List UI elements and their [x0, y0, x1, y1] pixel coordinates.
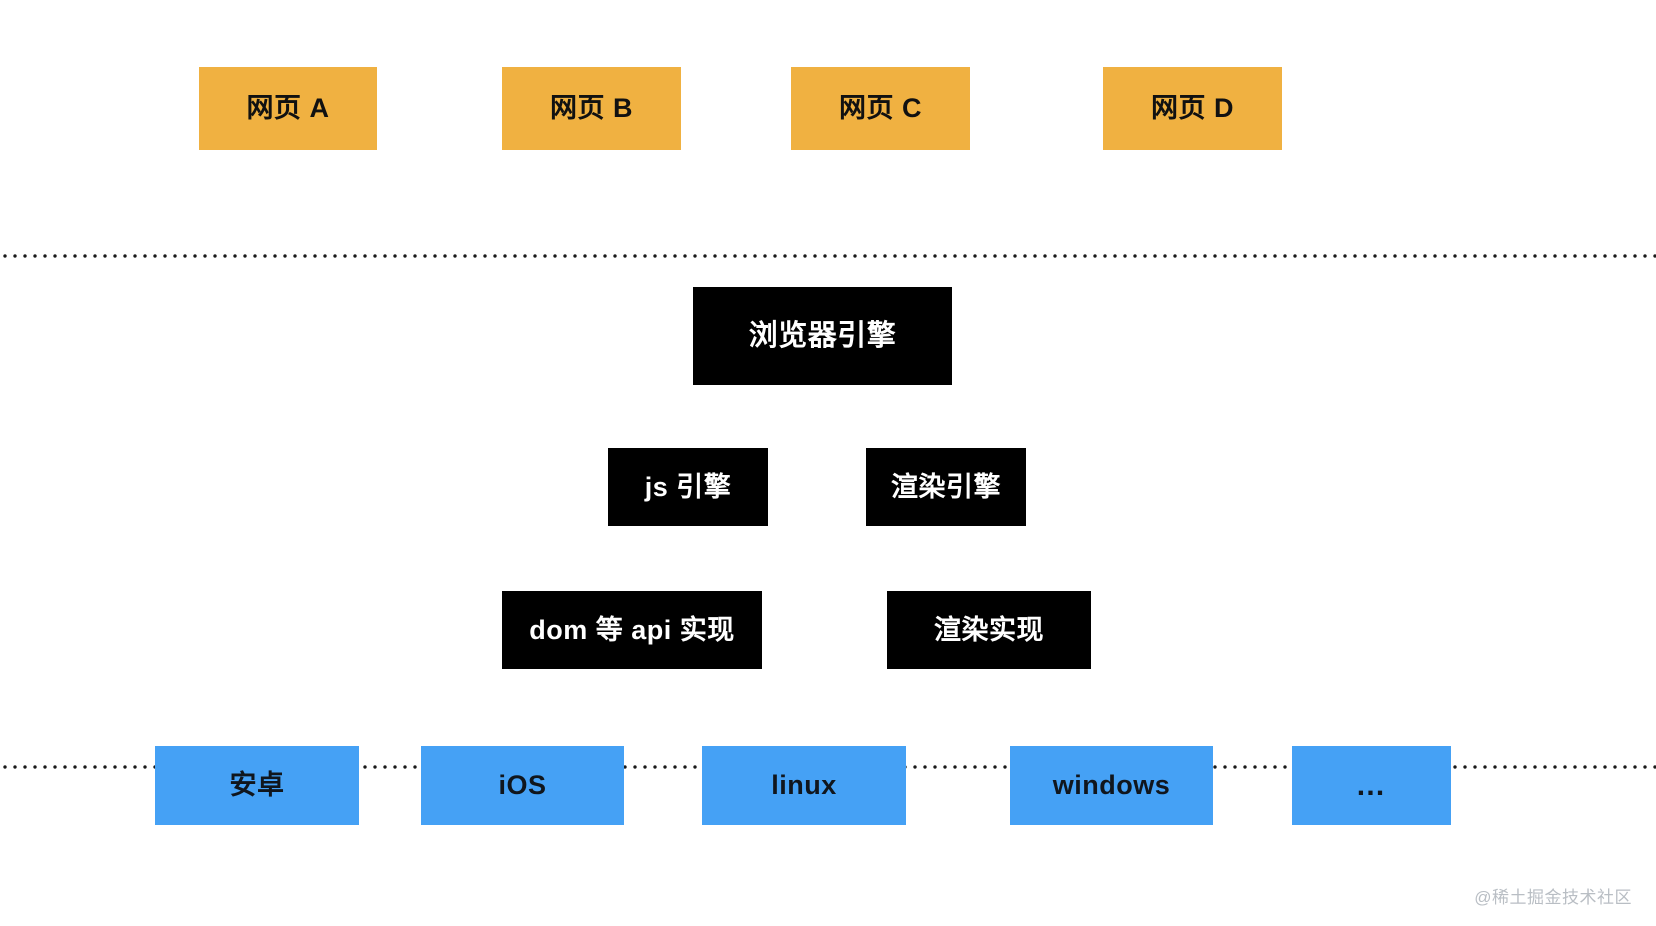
page-box-网页-a: 网页 A [199, 67, 377, 150]
watermark: @稀土掘金技术社区 [1474, 888, 1632, 907]
page-box-网页-c: 网页 C [791, 67, 970, 150]
page-box-网页-d: 网页 D [1103, 67, 1282, 150]
divider-pages-engine [0, 254, 1656, 258]
page-box-网页-b: 网页 B [502, 67, 681, 150]
engine-box-js-引擎: js 引擎 [608, 448, 768, 526]
engine-box-browser-engine: 浏览器引擎 [693, 287, 952, 385]
engine-box-渲染引擎: 渲染引擎 [866, 448, 1026, 526]
platform-box-windows: windows [1010, 746, 1213, 825]
platform-box-安卓: 安卓 [155, 746, 359, 825]
engine-box-dom-等-api-实现: dom 等 api 实现 [502, 591, 762, 669]
platform-box-ios: iOS [421, 746, 624, 825]
platform-box-more: … [1292, 746, 1451, 825]
engine-box-渲染实现: 渲染实现 [887, 591, 1091, 669]
platform-box-linux: linux [702, 746, 906, 825]
